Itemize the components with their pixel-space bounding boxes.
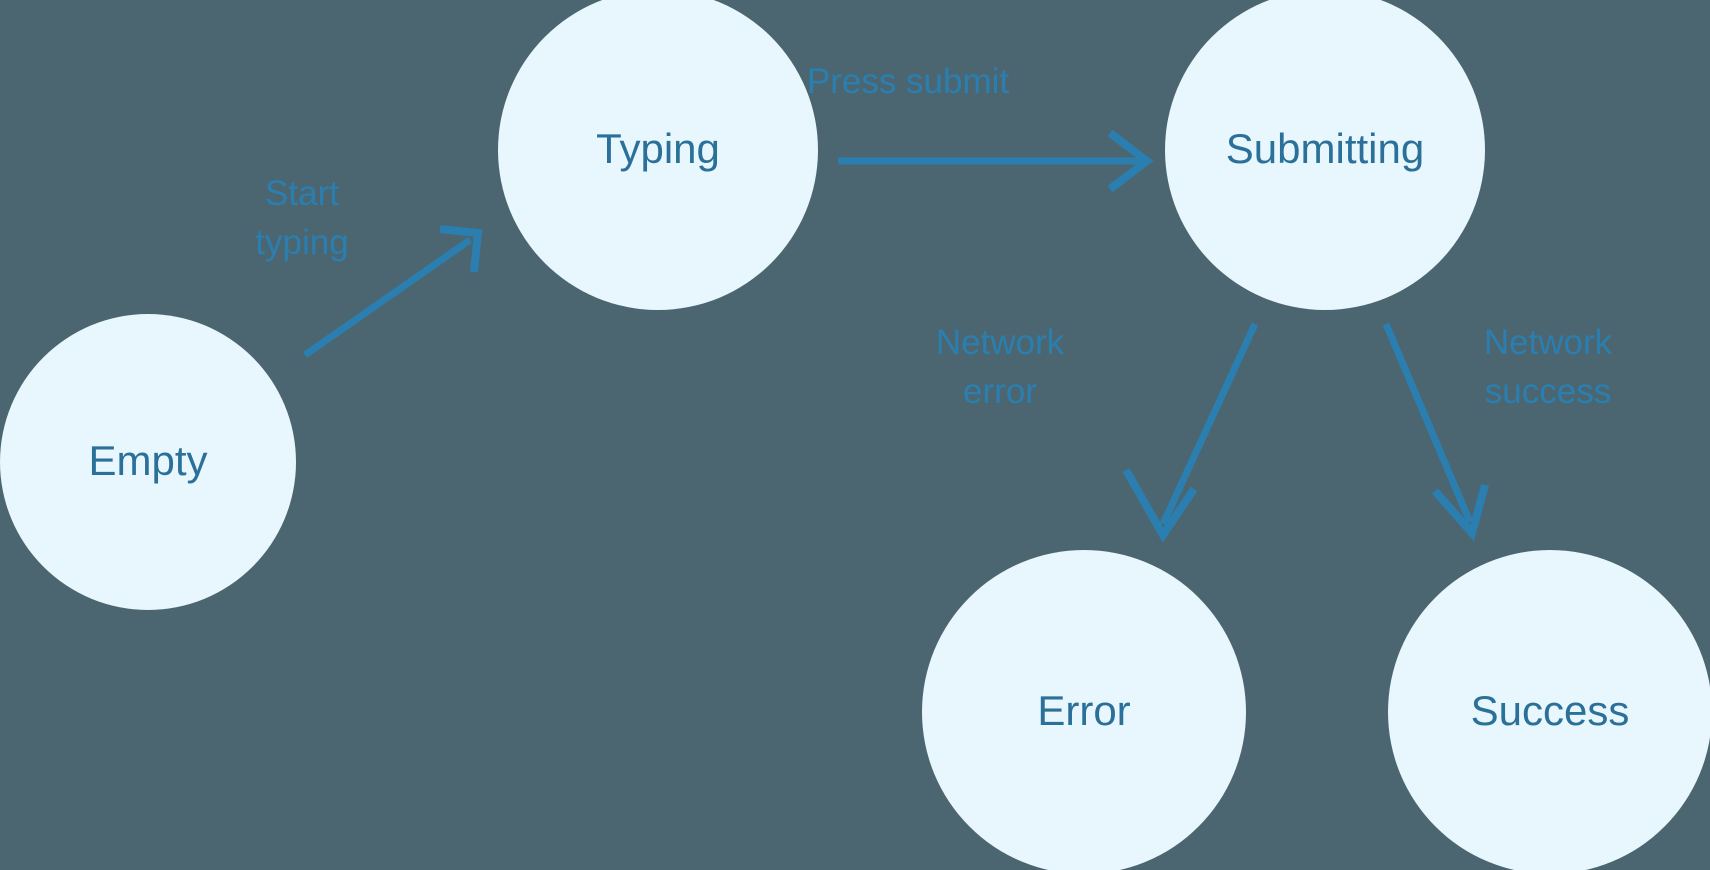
node-success-label: Success bbox=[1471, 687, 1630, 734]
edge-start-typing-label-line1: Start bbox=[265, 174, 339, 213]
node-typing-label: Typing bbox=[596, 125, 720, 172]
edge-network-success-label-line1: Network bbox=[1484, 323, 1613, 362]
node-empty-circle[interactable] bbox=[0, 314, 296, 610]
node-submitting[interactable]: Submitting bbox=[1165, 0, 1485, 310]
edge-network-error-arrowhead-icon bbox=[1122, 468, 1198, 543]
edge-network-error: Network error bbox=[936, 322, 1259, 543]
node-typing[interactable]: Typing bbox=[498, 0, 818, 310]
edge-network-success-label-line2: success bbox=[1485, 372, 1611, 411]
node-typing-circle[interactable] bbox=[498, 0, 818, 310]
edge-network-success-line bbox=[1382, 322, 1474, 524]
node-empty-label: Empty bbox=[88, 437, 207, 484]
node-submitting-circle[interactable] bbox=[1165, 0, 1485, 310]
node-success-circle[interactable] bbox=[1388, 550, 1710, 870]
edge-press-submit-arrowhead-icon bbox=[1107, 129, 1154, 193]
edge-start-typing-arrowhead-icon bbox=[439, 225, 483, 273]
node-error-circle[interactable] bbox=[922, 550, 1246, 870]
edge-network-error-line bbox=[1159, 322, 1259, 526]
node-error[interactable]: Error bbox=[922, 550, 1246, 870]
edge-network-success-arrowhead-icon bbox=[1431, 483, 1489, 542]
node-success[interactable]: Success bbox=[1388, 550, 1710, 870]
edge-network-error-label-line1: Network bbox=[936, 323, 1065, 362]
edge-network-error-label-line2: error bbox=[963, 372, 1037, 411]
edge-start-typing: Start typing bbox=[255, 174, 483, 358]
node-submitting-label: Submitting bbox=[1226, 125, 1424, 172]
edge-start-typing-label-line2: typing bbox=[255, 223, 348, 262]
node-empty[interactable]: Empty bbox=[0, 314, 296, 610]
edge-press-submit-label-line1: Press submit bbox=[807, 62, 1010, 101]
edge-network-success: Network success bbox=[1382, 322, 1613, 542]
node-error-label: Error bbox=[1037, 687, 1130, 734]
edge-press-submit: Press submit bbox=[807, 62, 1154, 193]
edge-start-typing-line bbox=[302, 237, 473, 358]
